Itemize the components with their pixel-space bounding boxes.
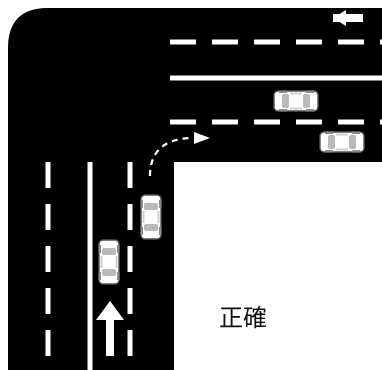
- car-turning: [139, 194, 163, 240]
- car-middle-lane: [273, 89, 319, 113]
- left-arrow-icon: [333, 10, 363, 26]
- car-lower-lane: [319, 130, 365, 154]
- road-surface: [8, 8, 382, 370]
- caption-label: 正確: [219, 304, 267, 332]
- dashed-curved-arrow-icon: [148, 132, 210, 177]
- vertical-lane-markings: [45, 162, 133, 370]
- car-lower-left: [97, 239, 121, 285]
- horizontal-lane-markings: [170, 39, 382, 125]
- up-arrow-icon: [96, 301, 124, 356]
